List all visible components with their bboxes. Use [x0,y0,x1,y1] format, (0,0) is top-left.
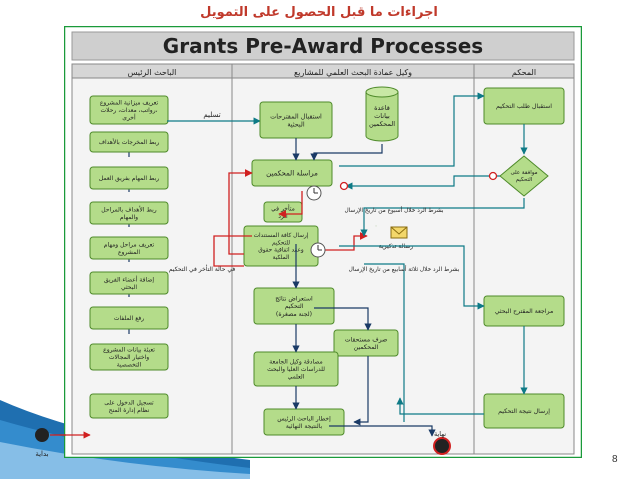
researcher-step-8-label: واختيار المجالات [109,354,149,361]
researcher-step-9-label: نظام إدارة المنح [109,407,150,414]
researcher-step-7: رفع الملفات [89,306,169,330]
node-late-response-label: متأخر في [271,203,295,212]
node-receive-review-request: استقبال طلب التحكيم [483,87,565,125]
node-review-proposal: مراجعة المقترح البحثي [483,295,565,327]
node-inform-pi-label: إخطار الباحث الرئيس [277,415,331,422]
node-send-documents-label: الملكية [273,254,290,261]
decision-diamond [499,155,549,197]
reviewers-database-icon [365,86,399,142]
node-approval-label: للدراسات العليا والبحث [267,366,325,373]
process-diagram: Grants Pre-Award Processes الباحث الرئيس… [24,24,584,460]
node-review-results-label: استعراض نتائج [275,295,313,302]
researcher-step-1-label: أخرى [122,114,136,122]
node-send-documents-label: للتحكيم [272,239,290,246]
lane-label-researcher: الباحث الرئيس [128,68,177,77]
node-receive-review-request-label: استقبال طلب التحكيم [496,103,552,110]
researcher-step-4-label: والمهام [120,214,138,221]
edge-label-submit: تسليم [203,111,220,119]
lane-label-vice-dean: وكيل عمادة البحث العلمي للمشاريع [294,68,412,77]
node-contact-reviewers: مراسلة المحكمين [251,159,333,187]
researcher-step-1-label: تعريف ميزانية المشروع [100,100,159,107]
researcher-step-2: ربط المخرجات بالأهداف [89,131,169,153]
researcher-step-5-label: تعريف مراحل ومهام [104,241,155,248]
node-pay-reviewers-label: صرف مستحقات [345,336,388,343]
clock-icon [310,242,326,258]
slide-title: اجراءات ما قبل الحصول على التمويل [200,5,438,20]
researcher-step-5-label: المشروع [118,249,140,256]
node-send-review-result: إرسال نتيجة التحكيم [483,393,565,429]
envelope-icon [390,226,408,239]
researcher-step-3-label: ربط المهام بفريق العمل [99,175,159,182]
edge-label-three-weeks: بشرط الرد خلال ثلاثة أسابيع من تاريخ الإ… [349,265,460,273]
edge-label-late-case: في حالة التأخر في التحكيم [169,264,236,273]
node-send-documents-label: إرسال كافة المستندات [254,232,309,239]
node-review-results-label: التحكيم [285,303,304,310]
researcher-step-6-label: إضافة أعضاء الفريق [104,275,154,283]
researcher-step-8-label: تعبئة بيانات المشروع [103,347,155,354]
node-pay-reviewers-label: المحكمين [354,344,379,351]
node-send-review-result-label: إرسال نتيجة التحكيم [498,408,550,415]
node-review-proposal-label: مراجعة المقترح البحثي [495,308,554,315]
node-receive-proposals-label: استقبال المقترحات [270,112,322,120]
researcher-step-1-label: رواتب، معدات، رحلات، [100,107,157,114]
node-contact-reviewers-label: مراسلة المحكمين [266,169,318,177]
researcher-step-9-label: تسجيل الدخول على [104,399,154,406]
node-approval-label: العلمي [288,374,305,381]
node-approval-label: مصادقة وكيل الجامعة [269,359,322,366]
start-marker: بداية [35,428,66,458]
slide-number: 8 [612,454,618,465]
edge-label-week: بشرط الرد خلال أسبوع من تاريخ الإرسال [344,206,443,214]
diagram-header [71,31,575,61]
diagram-heading: Grants Pre-Award Processes [163,34,483,58]
clock-icon [306,185,322,201]
researcher-step-2-label: ربط المخرجات بالأهداف [99,138,160,146]
researcher-step-8-label: التخصصية [117,362,142,369]
researcher-step-4-label: ربط الأهداف بالمراحل [101,205,156,213]
start-label: بداية [35,450,48,458]
lane-label-reviewer: المحكم [512,68,536,77]
researcher-step-6-label: البحثي [121,284,137,291]
node-review-results-label: (لجنة مصغرة) [276,311,312,318]
node-inform-pi-label: بالنتيجة النهائية [286,423,323,430]
node-send-documents-label: وعقد اتفاقية حقوق [258,248,304,254]
researcher-step-7-label: رفع الملفات [114,315,144,322]
researcher-step-3: ربط المهام بفريق العمل [89,166,169,190]
end-node [433,437,451,455]
end-label: نهاية [434,430,446,438]
node-receive-proposals-label: البحثية [287,120,305,128]
